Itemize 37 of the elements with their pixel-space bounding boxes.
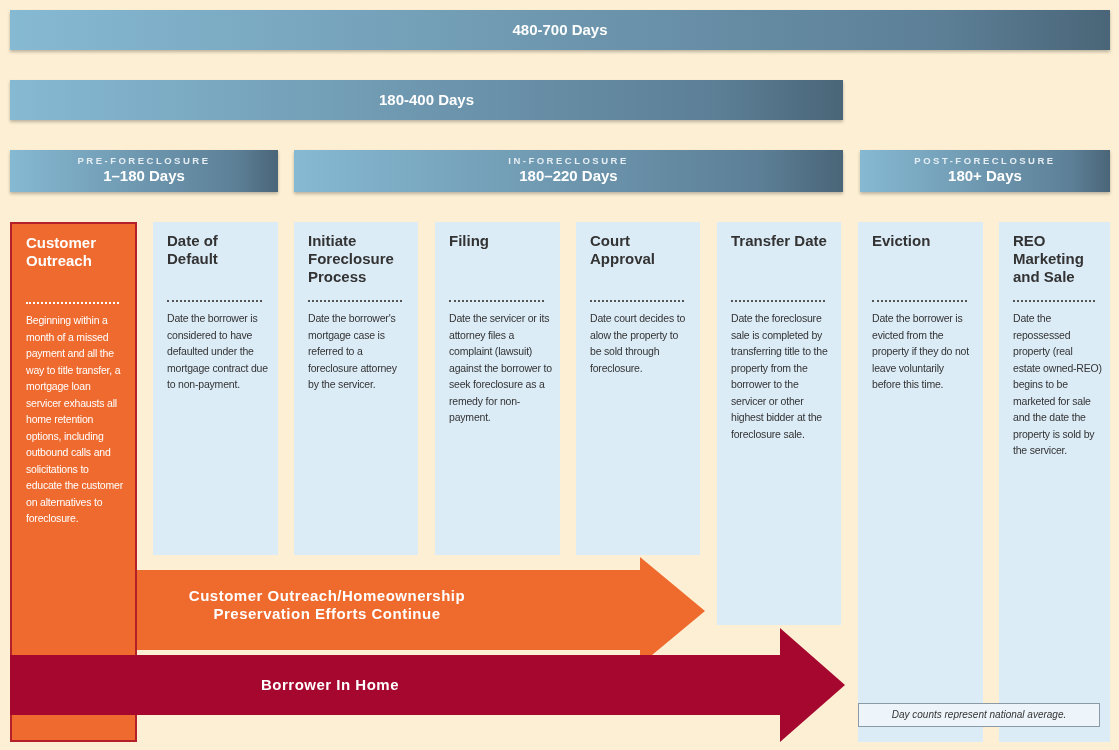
phase-header-bar [860, 150, 1110, 192]
step-column [576, 222, 700, 555]
day-range: 180–220 Days [518, 167, 619, 185]
banner-text: Customer Outreach/Homeownership Preservation Efforts Continue [187, 587, 467, 623]
step-description: Date the repossessed property (real estate owned-REO) begins to be marketed for sale and the date the property is sold by the servicer. [1013, 311, 1102, 458]
step-title: Customer Outreach [26, 234, 97, 271]
step-description: Date the borrower is considered to have defaulted under the mortgage contract due to non-payment. [167, 311, 269, 392]
step-title: Court Approval [590, 232, 656, 269]
day-range: 1–180 Days [102, 167, 186, 185]
step-column [153, 222, 278, 555]
step-title: Date of Default [167, 232, 219, 269]
step-title: Eviction [872, 232, 932, 251]
footnote: Day counts represent national average. [858, 703, 1100, 727]
step-column [717, 222, 841, 625]
phase-name: IN-FORECLOSURE [507, 155, 630, 167]
banner-text: Borrower In Home [260, 676, 400, 694]
step-column [294, 222, 418, 555]
step-description: Date the borrower's mortgage case is referred to a foreclosure attorney by the servicer. [308, 311, 398, 392]
phase-name: PRE-FORECLOSURE [76, 155, 212, 167]
step-description: Date court decides to alow the property to be sold through foreclosure. [590, 311, 687, 376]
step-description: Date the borrower is evicted from the property if they do not leave voluntarily before this time. [872, 311, 970, 392]
phase-header-bar [294, 150, 843, 192]
step-title: Filing [449, 232, 490, 251]
day-range: 180+ Days [947, 167, 1023, 185]
step-title: REO Marketing and Sale [1013, 232, 1085, 287]
step-description: Date the servicer or its attorney files a complaint (lawsuit) against the borrower to seek foreclosure as a remedy for non-payment. [449, 311, 552, 425]
phase-header-bar [10, 150, 278, 192]
step-column [435, 222, 560, 555]
day-range: 180-400 Days [377, 91, 476, 109]
time-span-bar [10, 10, 1110, 50]
phase-name: POST-FORECLOSURE [913, 155, 1057, 167]
step-description: Date the foreclosure sale is completed by transferring title to the property from the borrower to the servicer or other highest bidder at the foreclosure sale. [731, 311, 829, 442]
step-title: Initiate Foreclosure Process [308, 232, 395, 287]
day-range: 480-700 Days [511, 21, 609, 39]
time-span-bar [10, 80, 843, 120]
step-title: Transfer Date [731, 232, 828, 251]
step-description: Beginning within a month of a missed payment and all the way to title transfer, a mortgage loan servicer exhausts all home retention options, including outbound calls and solicitations to educate the customer on alternatives to foreclosure. [26, 313, 124, 526]
